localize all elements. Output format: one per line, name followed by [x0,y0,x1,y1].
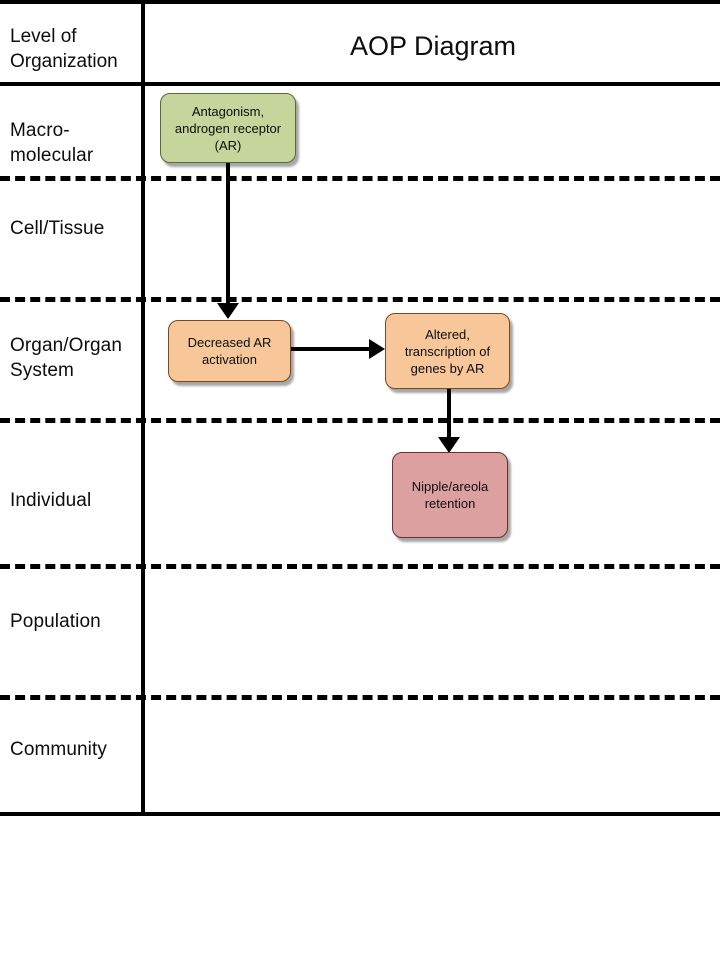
node-nipple-areola-retention[interactable]: Nipple/areola retention [392,452,508,538]
row-label-community: Community [10,739,107,760]
row-divider-organ-individual [0,418,720,423]
node-nipple-areola-retention-label: Nipple/areola retention [411,479,489,511]
grid-line-vertical-divider [141,0,145,816]
row-label-cell-tissue: Cell/Tissue [10,218,105,239]
arrow-altered-transcription-to-nipple-retention-head [438,437,460,453]
arrow-mie-to-decreased-ar-head [217,303,239,319]
row-label-organ-system: Organ/Organ System [10,335,122,381]
grid-line-header-bottom [0,82,720,86]
row-label-individual: Individual [10,490,92,511]
row-label-macromolecular: Macro- molecular [10,120,94,166]
node-altered-transcription[interactable]: Altered, transcription of genes by AR [385,313,510,389]
arrow-decreased-ar-to-altered-transcription-head [369,339,385,359]
node-altered-transcription-label: Altered, transcription of genes by AR [404,326,491,376]
row-divider-cell-organ [0,297,720,302]
arrow-decreased-ar-to-altered-transcription-shaft [291,347,371,351]
row-divider-individual-population [0,564,720,569]
page-title: AOP Diagram [349,31,517,61]
node-decreased-ar-activation-label: Decreased AR activation [187,335,272,367]
row-divider-macromolecular-cell [0,176,720,181]
row-label-population: Population [10,611,101,632]
grid-line-top [0,0,720,4]
arrow-mie-to-decreased-ar-shaft [226,160,230,306]
arrow-altered-transcription-to-nipple-retention-shaft [447,386,451,440]
node-molecular-initiating-event-label: Antagonism, androgen receptor (AR) [174,103,282,153]
node-decreased-ar-activation[interactable]: Decreased AR activation [168,320,291,382]
node-molecular-initiating-event[interactable]: Antagonism, androgen receptor (AR) [160,93,296,163]
grid-line-bottom [0,812,720,816]
row-divider-population-community [0,695,720,700]
column-header-level-of-organization: Level of Organization [10,26,118,72]
